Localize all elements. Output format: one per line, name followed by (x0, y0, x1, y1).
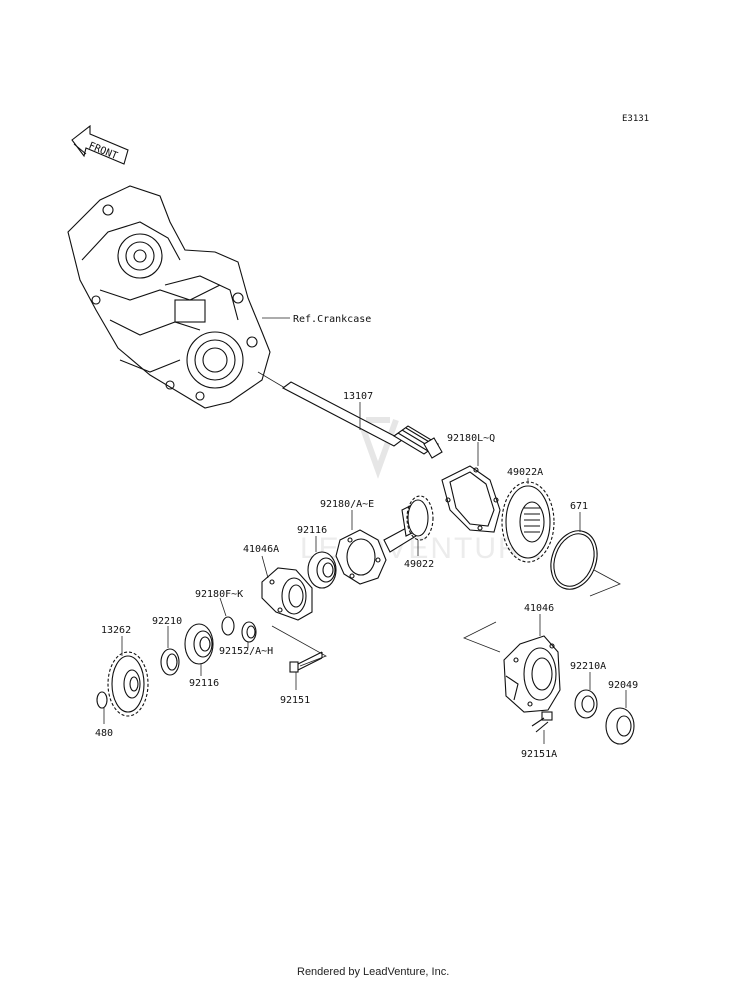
pinion-49022 (383, 495, 434, 553)
callout-92049: 92049 (608, 680, 638, 691)
seal-92210A (574, 689, 598, 719)
callout-671: 671 (570, 501, 588, 512)
cover-92049 (605, 707, 635, 745)
front-arrow-icon: FRONT (71, 124, 129, 165)
callout-49022A: 49022A (507, 467, 543, 478)
callout-92210A: 92210A (570, 661, 606, 672)
callout-41046A: 41046A (243, 544, 279, 555)
circlip-480 (96, 691, 108, 709)
callout-13262: 13262 (101, 625, 131, 636)
callout-92151A: 92151A (521, 749, 557, 760)
bolt-92151A (531, 711, 553, 733)
bolt-92151 (289, 651, 323, 673)
seal-92210 (160, 648, 180, 676)
callout-41046: 41046 (524, 603, 554, 614)
callout-92152AH: 92152/A~H (219, 646, 273, 657)
callout-92116-lower: 92116 (189, 678, 219, 689)
oring-671 (550, 530, 598, 590)
callout-92116-upper: 92116 (297, 525, 327, 536)
bearing-92116-upper (307, 551, 337, 589)
collar-92152AH (241, 621, 257, 643)
footer-credit: Rendered by LeadVenture, Inc. (297, 966, 449, 978)
callout-49022: 49022 (404, 559, 434, 570)
shim-92180FK (221, 616, 235, 636)
shaft-13107 (281, 381, 443, 459)
callout-13107: 13107 (343, 391, 373, 402)
crankcase-illustration (67, 185, 271, 409)
callout-ref-crankcase: Ref.Crankcase (293, 314, 371, 325)
gear-13262 (107, 651, 149, 717)
housing-41046A (261, 567, 313, 621)
callout-92180LQ: 92180L~Q (447, 433, 495, 444)
callout-92180FK: 92180F~K (195, 589, 243, 600)
housing-41046 (503, 635, 561, 713)
gasket-92180LQ (441, 465, 501, 533)
callout-92151: 92151 (280, 695, 310, 706)
callout-92210: 92210 (152, 616, 182, 627)
gear-49022A (501, 481, 555, 563)
gasket-92180AE (335, 529, 387, 585)
callout-92180AE: 92180/A~E (320, 499, 374, 510)
bearing-92116-lower (184, 623, 214, 665)
callout-480: 480 (95, 728, 113, 739)
diagram-code: E3131 (622, 114, 649, 124)
